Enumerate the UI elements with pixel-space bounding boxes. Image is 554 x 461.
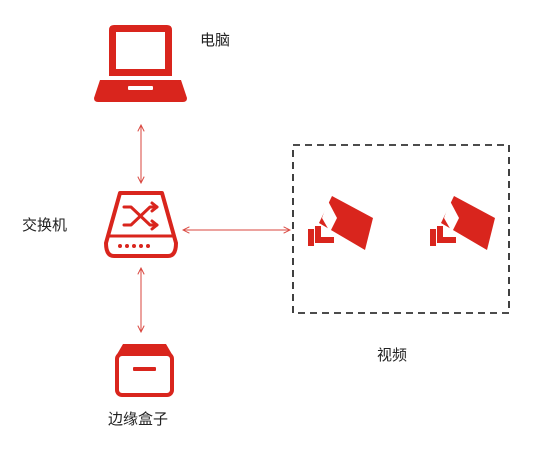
video-frame — [292, 144, 510, 314]
laptop-icon — [94, 25, 187, 102]
network-switch-icon — [104, 191, 178, 258]
computer-label: 电脑 — [200, 31, 231, 49]
cctv-camera-icon — [308, 196, 373, 250]
video-label: 视频 — [377, 346, 408, 364]
switch-label: 交换机 — [22, 216, 68, 234]
edge-box-label: 边缘盒子 — [108, 410, 169, 428]
cctv-camera-icon — [430, 196, 495, 250]
box-icon — [115, 344, 174, 397]
